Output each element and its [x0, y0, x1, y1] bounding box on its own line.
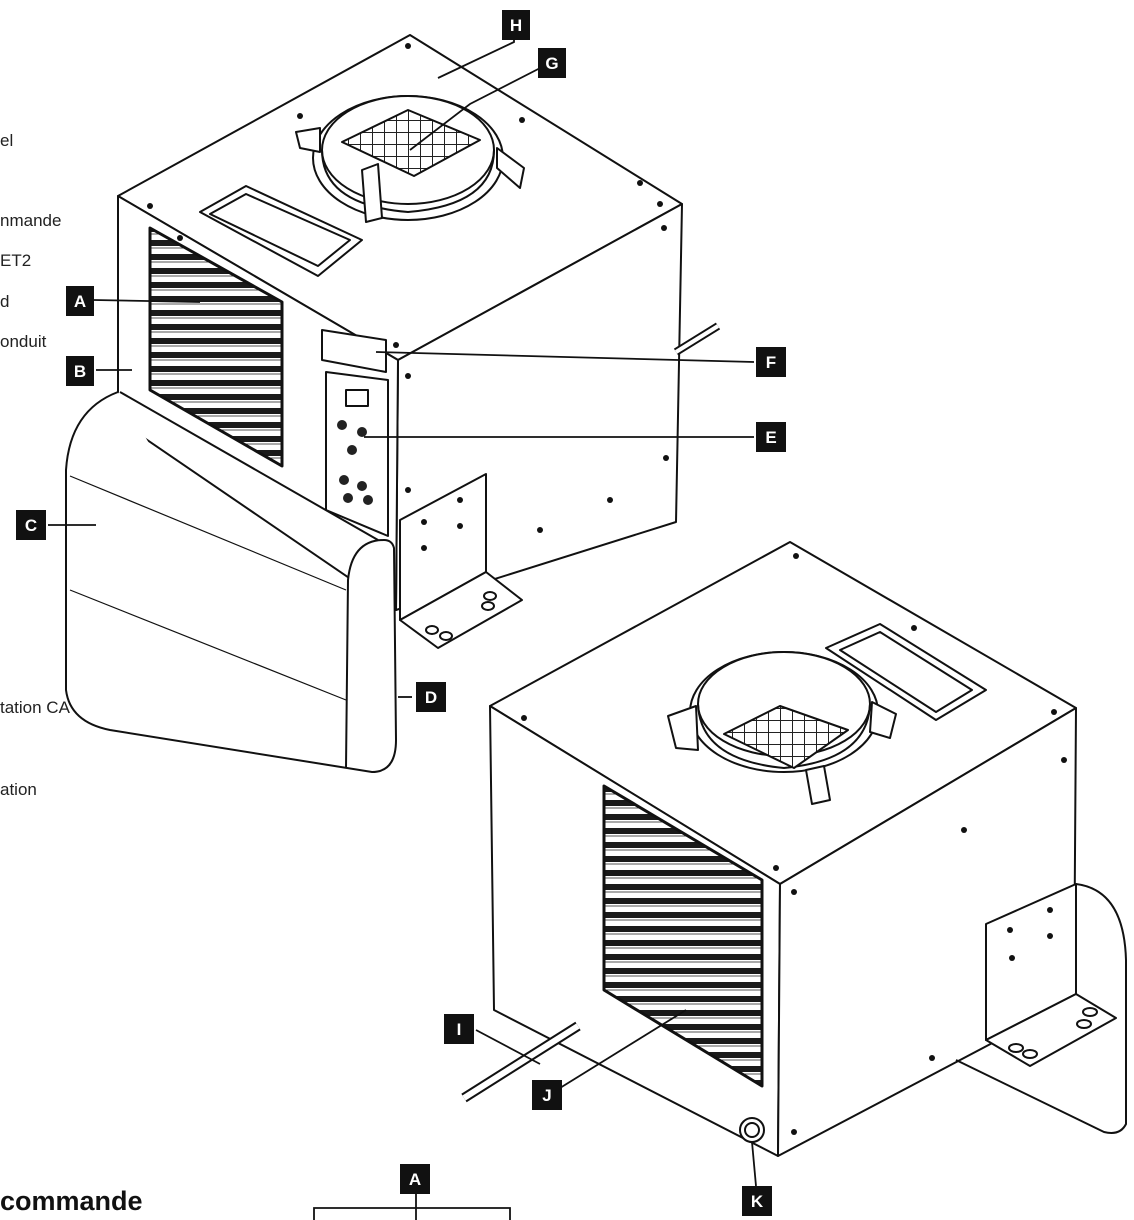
callout-F: F — [756, 347, 786, 377]
callout-I: I — [444, 1014, 474, 1044]
svg-text:I: I — [457, 1020, 462, 1039]
section-heading: commande — [0, 1186, 143, 1216]
svg-text:K: K — [751, 1192, 764, 1211]
svg-text:C: C — [25, 516, 37, 535]
side-label-4: d — [0, 292, 9, 311]
unit1-handle — [321, 329, 387, 373]
callout-B: B — [66, 356, 94, 386]
callout-G: G — [538, 48, 566, 78]
unit1-control-panel — [325, 371, 389, 537]
svg-text:D: D — [425, 688, 437, 707]
callout-C: C — [16, 510, 46, 540]
svg-text:G: G — [545, 54, 558, 73]
side-label-1: el — [0, 131, 13, 150]
side-label-3: ET2 — [0, 251, 31, 270]
callout-D: D — [416, 682, 446, 712]
svg-text:A: A — [74, 292, 86, 311]
svg-text:F: F — [766, 353, 776, 372]
unit-front-view — [65, 34, 721, 773]
svg-text:E: E — [765, 428, 776, 447]
callout-K: K — [742, 1186, 772, 1216]
unit1-cover — [65, 391, 397, 773]
svg-text:H: H — [510, 16, 522, 35]
side-labels: el nmande ET2 d onduit tation CA ation — [0, 131, 71, 799]
callout-A: A — [66, 286, 94, 316]
unit-back-view — [461, 541, 1127, 1157]
unit1-inner-grid — [341, 109, 481, 177]
side-label-6: tation CA — [0, 698, 71, 717]
unit2-knob — [739, 1117, 765, 1143]
callout-A-bottom: A — [400, 1164, 430, 1194]
callout-E: E — [756, 422, 786, 452]
side-label-2: nmande — [0, 211, 61, 230]
callout-H: H — [502, 10, 530, 40]
svg-text:A: A — [409, 1170, 421, 1189]
side-label-7: ation — [0, 780, 37, 799]
svg-text:B: B — [74, 362, 86, 381]
unit1-top-slot — [199, 185, 363, 277]
unit2-inner-grid — [723, 705, 849, 769]
side-label-5: onduit — [0, 332, 47, 351]
callout-J: J — [532, 1080, 562, 1110]
svg-text:J: J — [542, 1086, 551, 1105]
